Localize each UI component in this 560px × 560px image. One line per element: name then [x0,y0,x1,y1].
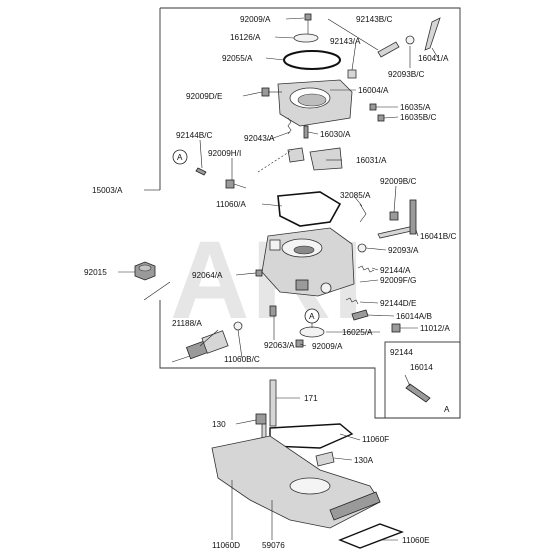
o-ring [283,50,341,70]
label-21188a: 21188/A [172,319,202,328]
needle-line [257,149,293,173]
stud [269,379,277,427]
label-16030a: 16030/A [320,130,351,139]
label-59076: 59076 [262,541,285,550]
label-92009de: 92009D/E [186,92,223,101]
spring-144a [357,265,375,273]
ref-a-left: A [172,149,188,165]
intake-manifold [211,435,381,529]
inset-box [384,341,461,419]
label-92009hi: 92009H/I [208,149,241,158]
label-130: 130 [212,420,226,429]
lower-screw [295,339,304,348]
label-92143a: 92143/A [330,37,361,46]
linkage [359,203,367,223]
float [287,147,343,171]
top-screw [304,13,312,34]
spring-144de [345,297,359,305]
label-16014ab: 16014A/B [396,312,433,321]
label-92093bc: 92093B/C [388,70,425,79]
inset-label-a: A [444,405,450,414]
screw-hi [225,179,247,189]
cap [293,33,319,43]
label-92144a: 92144/A [380,266,411,275]
label-92144-inset: 92144 [390,348,413,357]
label-92015: 92015 [84,268,107,277]
label-92144bc: 92144B/C [176,131,213,140]
label-16041a: 16041/A [418,54,449,63]
label-130a: 130A [354,456,374,465]
bolt-130a [315,451,335,467]
label-32085a: 32085/A [340,191,371,200]
screw-bc [389,211,399,221]
label-16035a: 16035/A [400,103,431,112]
fitting [391,323,401,333]
mixture-needle [351,309,369,321]
small-spring [195,167,207,176]
solenoid [171,321,243,363]
label-92009fg: 92009F/G [380,276,416,285]
ref-a-center: A [304,308,320,324]
label-16035bc: 16035B/C [400,113,437,122]
label-92064a: 92064/A [192,271,223,280]
label-92063a: 92063/A [264,341,295,350]
svg-text:A: A [177,153,183,162]
small-jet-a [369,103,377,111]
nut [134,261,156,281]
label-92009a-top: 92009/A [240,15,271,24]
label-16004a: 16004/A [358,86,389,95]
drain-screw [269,305,277,317]
label-16031a: 16031/A [356,156,387,165]
shaft [377,35,415,58]
label-11060bc: 11060B/C [224,355,260,364]
plug [255,269,263,277]
svg-text:A: A [309,312,315,321]
spring [287,117,292,135]
label-16025a: 16025/A [342,328,373,337]
label-92043a: 92043/A [244,134,275,143]
label-11060a: 11060/A [216,200,246,209]
label-16126a: 16126/A [230,33,261,42]
label-92009a-bottom: 92009/A [312,342,343,351]
leader-lines [118,17,439,541]
label-92055a: 92055/A [222,54,253,63]
throttle-body [261,79,353,127]
carburetor-body [261,227,355,297]
pin [347,69,357,79]
assembly-frame [159,7,461,419]
label-92093a: 92093/A [388,246,419,255]
label-15003a: 15003/A [92,186,123,195]
label-16014-inset: 16014 [410,363,433,372]
choke-shaft [377,199,417,239]
gasket-e [338,523,405,549]
needle-pin [303,125,309,139]
label-11012a: 11012/A [420,324,450,333]
label-92144de: 92144D/E [380,299,417,308]
label-11060e: 11060E [402,536,430,545]
inset-needle [405,383,431,403]
washer [357,243,367,253]
gasket-top [277,191,342,227]
label-171: 171 [304,394,318,403]
label-16041bc: 16041B/C [420,232,457,241]
label-11060f: 11060F [362,435,389,444]
label-92009bc: 92009B/C [380,177,417,186]
long-rod [424,17,441,51]
carburetor-parts [134,13,441,549]
part-labels: 92009/A 16126/A 92143B/C 92143/A 16041/A… [84,15,457,550]
label-92143bc: 92143B/C [356,15,393,24]
small-jet-b [377,114,385,122]
label-11060d: 11060D [212,541,240,550]
